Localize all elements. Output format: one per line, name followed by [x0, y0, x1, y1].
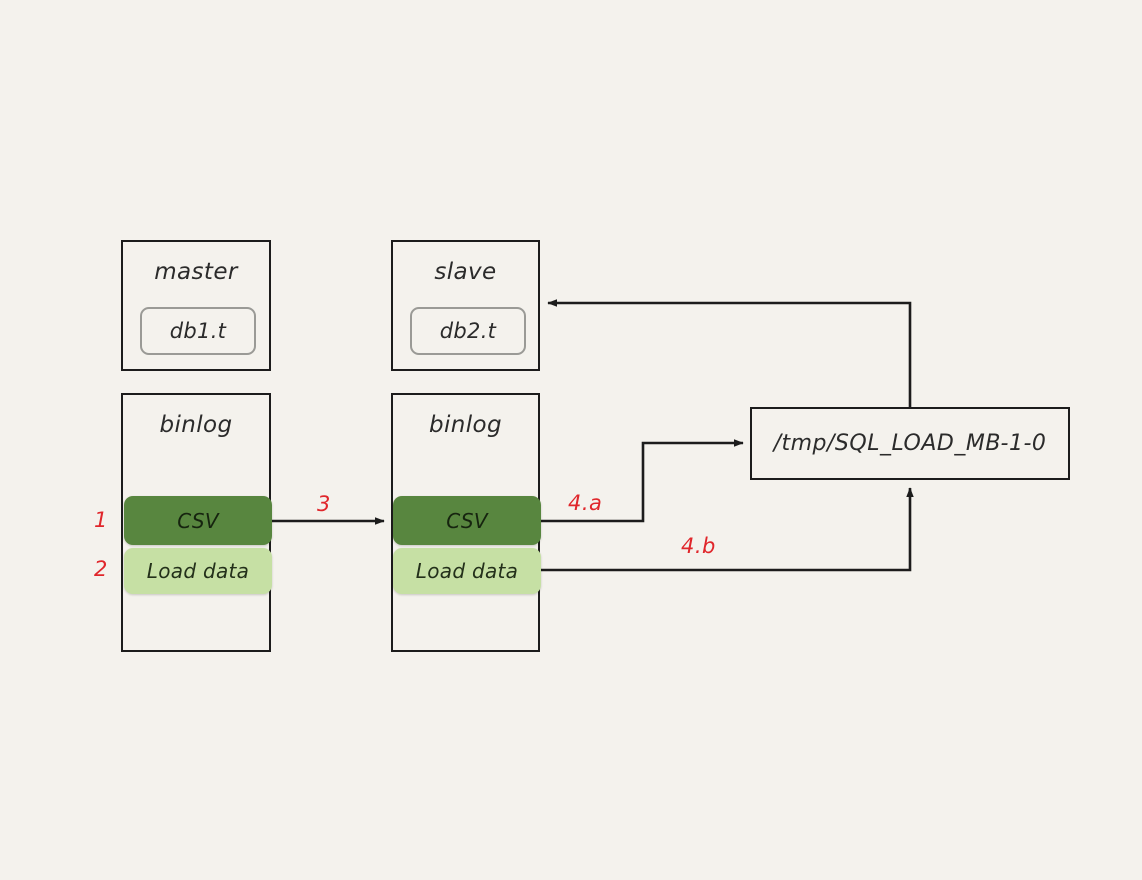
- master-binlog-csv-event[interactable]: CSV: [124, 496, 272, 545]
- step-label-3: 3: [317, 492, 331, 516]
- step-label-4a: 4.a: [568, 491, 603, 515]
- node-temp-file[interactable]: /tmp/SQL_LOAD_MB-1-0: [750, 407, 1070, 480]
- slave-binlog-csv-event[interactable]: CSV: [393, 496, 541, 545]
- master-title: master: [154, 259, 238, 285]
- master-binlog-title: binlog: [159, 412, 233, 438]
- step-label-2: 2: [94, 557, 108, 581]
- slave-title: slave: [434, 259, 497, 285]
- edge-tempfile-to-slave: [547, 299, 912, 407]
- step-label-1: 1: [94, 508, 108, 532]
- slave-binlog-load-event[interactable]: Load data: [393, 548, 541, 594]
- slave-binlog-title: binlog: [428, 412, 503, 438]
- node-master[interactable]: master db1.t: [121, 240, 271, 371]
- slave-table-db2t[interactable]: db2.t: [410, 307, 526, 355]
- master-table-db1t[interactable]: db1.t: [140, 307, 256, 355]
- master-binlog-load-event[interactable]: Load data: [124, 548, 272, 594]
- step-label-4b: 4.b: [681, 534, 716, 558]
- node-slave[interactable]: slave db2.t: [391, 240, 540, 371]
